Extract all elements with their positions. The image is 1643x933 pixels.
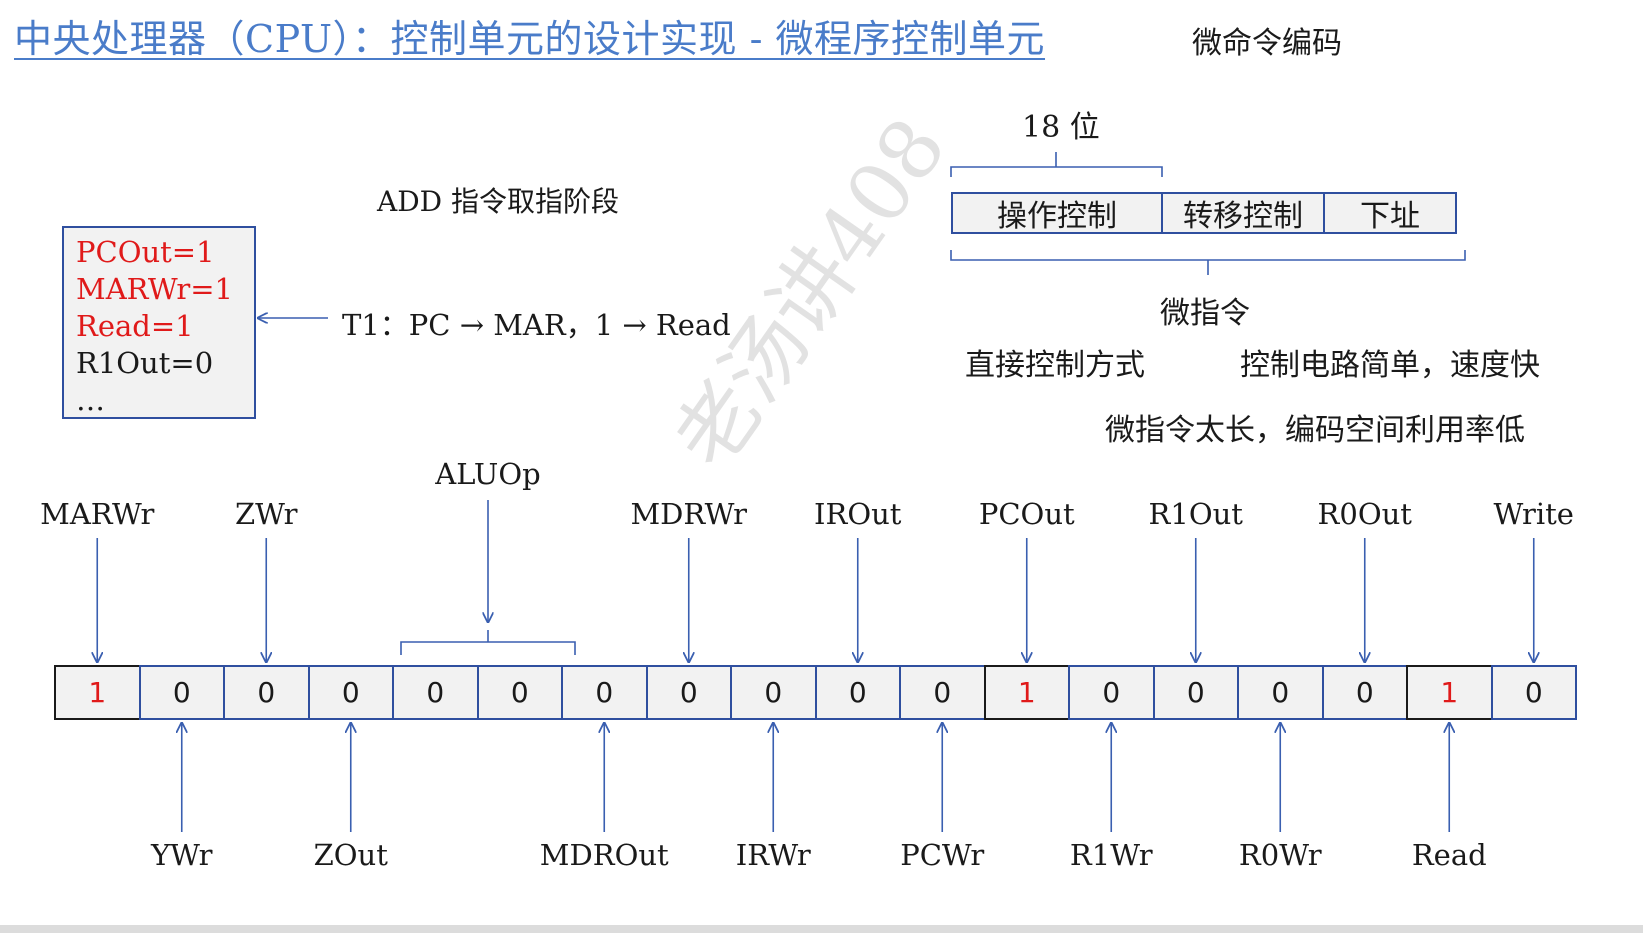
top-signal-label: ALUOp bbox=[435, 457, 541, 491]
bit-cell: 0 bbox=[1237, 665, 1324, 720]
top-signal-label: MARWr bbox=[40, 497, 155, 531]
microinstruction-label: 微指令 bbox=[1160, 296, 1250, 331]
bottom-signal-label: ZOut bbox=[313, 838, 388, 872]
bits-brace bbox=[950, 152, 1163, 177]
bits-label: 18 位 bbox=[1022, 110, 1100, 145]
top-signal-label: Write bbox=[1493, 497, 1574, 531]
bit-cell: 0 bbox=[899, 665, 986, 720]
signal-box: PCOut=1 MARWr=1 Read=1 R1Out=0 … bbox=[62, 226, 256, 419]
bottom-signal-label: MDROut bbox=[539, 838, 669, 872]
top-signal-label: MDRWr bbox=[630, 497, 748, 531]
top-signal-label: R0Out bbox=[1317, 497, 1412, 531]
bit-cell: 1 bbox=[1406, 665, 1493, 720]
bit-cell: 0 bbox=[1490, 665, 1577, 720]
bit-cell: 1 bbox=[983, 665, 1070, 720]
t1-microoperation: T1：PC → MAR，1 → Read bbox=[342, 308, 731, 342]
signal-line: MARWr=1 bbox=[76, 272, 233, 306]
bit-cell: 0 bbox=[223, 665, 310, 720]
bit-cell: 0 bbox=[476, 665, 563, 720]
field-branch-control: 转移控制 bbox=[1163, 194, 1325, 234]
signal-line: … bbox=[76, 383, 105, 417]
bit-cell: 0 bbox=[1068, 665, 1155, 720]
micro-brace bbox=[950, 250, 1466, 275]
signal-line: Read=1 bbox=[76, 309, 194, 343]
bit-cell: 0 bbox=[1152, 665, 1239, 720]
direct-control-label: 直接控制方式 bbox=[965, 348, 1145, 383]
bit-cell: 0 bbox=[307, 665, 394, 720]
stage-label: ADD 指令取指阶段 bbox=[377, 185, 620, 218]
disadvantage-text: 微指令太长，编码空间利用率低 bbox=[1105, 413, 1525, 448]
top-signal-label: IROut bbox=[814, 497, 902, 531]
page-title: 中央处理器（CPU）：控制单元的设计实现 - 微程序控制单元 bbox=[14, 17, 1046, 61]
bit-cell: 0 bbox=[814, 665, 901, 720]
bottom-signal-label: R1Wr bbox=[1069, 838, 1153, 872]
section-subtitle: 微命令编码 bbox=[1192, 26, 1342, 61]
bottom-signal-label: Read bbox=[1411, 838, 1487, 872]
bit-cell: 0 bbox=[392, 665, 479, 720]
field-operation-control: 操作控制 bbox=[953, 194, 1163, 234]
bit-cell: 1 bbox=[54, 665, 141, 720]
bit-cell: 0 bbox=[138, 665, 225, 720]
footer-bar bbox=[0, 925, 1643, 933]
bottom-signal-label: PCWr bbox=[900, 838, 985, 872]
bit-cell: 0 bbox=[1321, 665, 1408, 720]
bottom-signal-label: YWr bbox=[150, 838, 213, 872]
aluop-brace bbox=[400, 630, 576, 655]
microinstruction-format: 操作控制 转移控制 下址 bbox=[951, 192, 1457, 234]
bit-cell: 0 bbox=[561, 665, 648, 720]
top-signal-label: ZWr bbox=[234, 497, 298, 531]
top-signal-label: PCOut bbox=[978, 497, 1075, 531]
bit-cell: 0 bbox=[645, 665, 732, 720]
bit-cell: 0 bbox=[730, 665, 817, 720]
field-next-address: 下址 bbox=[1360, 199, 1420, 234]
advantage-text: 控制电路简单，速度快 bbox=[1240, 348, 1540, 383]
signal-line: R1Out=0 bbox=[76, 346, 214, 380]
top-signal-label: R1Out bbox=[1148, 497, 1243, 531]
signal-line: PCOut=1 bbox=[76, 235, 215, 269]
bottom-signal-label: R0Wr bbox=[1238, 838, 1322, 872]
bottom-signal-label: IRWr bbox=[735, 838, 811, 872]
